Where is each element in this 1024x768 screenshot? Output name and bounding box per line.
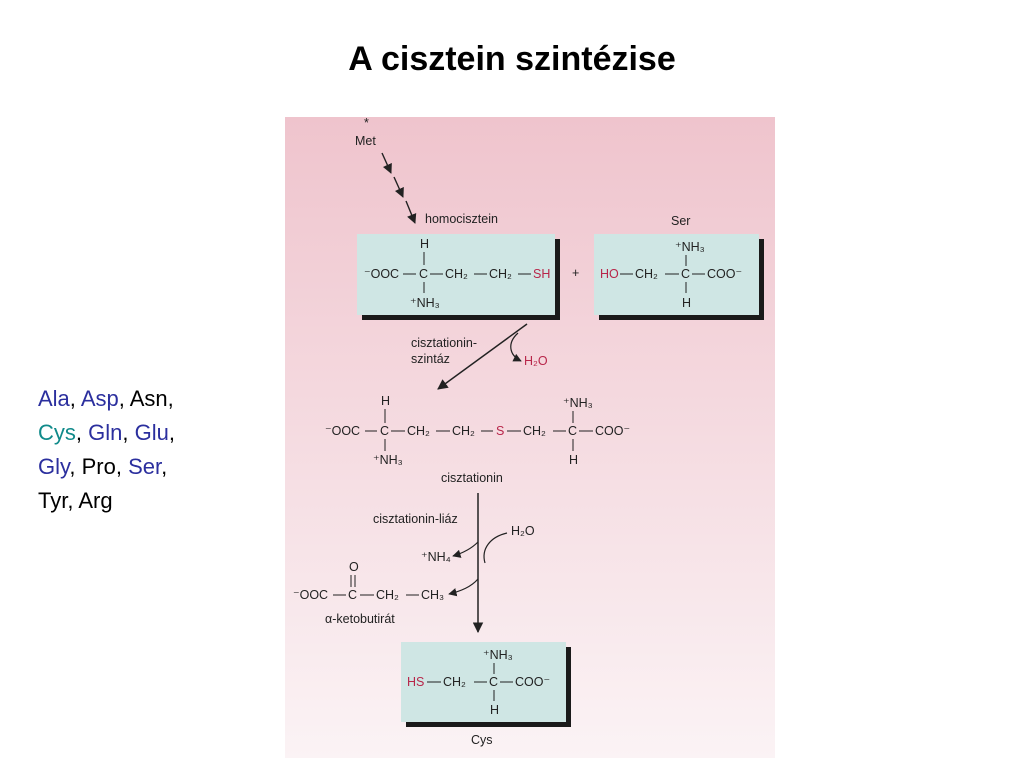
- amino-acid-sep: ,: [168, 420, 175, 445]
- cysteine-label: Cys: [471, 733, 493, 747]
- ketobutyrate-top: O: [349, 560, 359, 574]
- homocysteine-chain-0: ⁻OOC: [364, 267, 399, 281]
- amino-acid-sep: ,: [75, 420, 89, 445]
- enzyme1-line2: szintáz: [411, 352, 450, 366]
- homocysteine-bottom: ⁺NH₃: [410, 296, 440, 310]
- homocysteine-chain-3: CH₂: [489, 267, 512, 281]
- cystathionine-chain-7: COO⁻: [595, 424, 630, 438]
- arrow-met-3: [405, 200, 417, 224]
- amino-acid-line: Ala, Asp, Asn,: [38, 382, 175, 416]
- amino-acid-sep: ,: [115, 454, 129, 479]
- homocysteine-top: H: [420, 237, 429, 251]
- amino-acid-arg: Arg: [78, 488, 113, 513]
- pathway-diagram: * Met homocisztein Ser H ⁻OOC C CH₂ CH₂ …: [285, 117, 775, 758]
- cysteine-synthesis-figure: * Met homocisztein Ser H ⁻OOC C CH₂ CH₂ …: [285, 117, 775, 758]
- cystathionine-left-top: H: [381, 394, 390, 408]
- serine-chain-0: HO: [600, 267, 619, 281]
- ketobutyrate-chain-1: C: [348, 588, 357, 602]
- cysteine-chain-2: C: [489, 675, 498, 689]
- amino-acid-ala: Ala: [38, 386, 70, 411]
- arrow-water-in: [483, 532, 508, 564]
- enzyme1-line1: cisztationin-: [411, 336, 477, 350]
- amino-acid-sep: ,: [167, 386, 174, 411]
- amino-acid-sep: ,: [122, 420, 135, 445]
- cystathionine-label: cisztationin: [441, 471, 503, 485]
- slide-title: A cisztein szintézise: [348, 40, 676, 78]
- plus-sign: +: [572, 266, 579, 280]
- arrow-water-out: [510, 332, 522, 362]
- amino-acid-line: Cys, Gln, Glu,: [38, 416, 175, 450]
- ketobutyrate-chain-0: ⁻OOC: [293, 588, 328, 602]
- cysteine-chain-3: COO⁻: [515, 675, 550, 689]
- serine-chain-3: COO⁻: [707, 267, 742, 281]
- arrow-met-2: [393, 176, 404, 198]
- cysteine-bottom: H: [490, 703, 499, 717]
- water-product: H₂O: [524, 354, 548, 368]
- amino-acid-line: Gly, Pro, Ser,: [38, 450, 175, 484]
- amino-acid-list: Ala, Asp, Asn, Cys, Gln, Glu, Gly, Pro, …: [38, 382, 175, 518]
- ketobutyrate-chain-2: CH₂: [376, 588, 399, 602]
- cystathionine-right-bottom: H: [569, 453, 578, 467]
- met-label: Met: [355, 134, 376, 148]
- serine-label: Ser: [671, 214, 690, 228]
- arrow-ketobutyrate-out: [448, 578, 479, 597]
- serine-top: ⁺NH₃: [675, 240, 705, 254]
- amino-acid-cys: Cys: [38, 420, 76, 445]
- amino-acid-sep: ,: [118, 386, 130, 411]
- water-reactant: H₂O: [511, 524, 535, 538]
- amino-acid-ser: Ser: [128, 454, 162, 479]
- amino-acid-asn: Asn: [129, 386, 168, 411]
- homocysteine-chain-2: CH₂: [445, 267, 468, 281]
- cystathionine-right-top: ⁺NH₃: [563, 396, 593, 410]
- enzyme2-label: cisztationin-liáz: [373, 512, 458, 526]
- amino-acid-sep: ,: [161, 454, 168, 479]
- cysteine-top: ⁺NH₃: [483, 648, 513, 662]
- homocysteine-chain-1: C: [419, 267, 428, 281]
- amino-acid-tyr: Tyr: [38, 488, 68, 513]
- ammonium: ⁺NH₄: [421, 550, 451, 564]
- amino-acid-sep: ,: [69, 386, 81, 411]
- arrow-synthase: [437, 323, 528, 390]
- ketobutyrate-label: α-ketobutirát: [325, 612, 395, 626]
- cystathionine-chain-0: ⁻OOC: [325, 424, 360, 438]
- amino-acid-asp: Asp: [80, 386, 119, 411]
- ketobutyrate-chain-3: CH₃: [421, 588, 444, 602]
- serine-chain-1: CH₂: [635, 267, 658, 281]
- cystathionine-chain-4: S: [496, 424, 504, 438]
- met-star: *: [364, 117, 369, 130]
- cystathionine-left-bottom: ⁺NH₃: [373, 453, 403, 467]
- cystathionine-chain-6: C: [568, 424, 577, 438]
- amino-acid-gln: Gln: [88, 420, 123, 445]
- cystathionine-chain-3: CH₂: [452, 424, 475, 438]
- amino-acid-glu: Glu: [134, 420, 169, 445]
- amino-acid-pro: Pro: [81, 454, 116, 479]
- arrow-met-1: [381, 152, 392, 174]
- cystathionine-chain-5: CH₂: [523, 424, 546, 438]
- serine-bottom: H: [682, 296, 691, 310]
- serine-chain-2: C: [681, 267, 690, 281]
- homocysteine-chain-4: SH: [533, 267, 550, 281]
- amino-acid-sep: ,: [69, 454, 82, 479]
- cysteine-chain-1: CH₂: [443, 675, 466, 689]
- amino-acid-line: Tyr, Arg: [38, 484, 175, 518]
- arrow-ammonium-out: [452, 541, 479, 558]
- amino-acid-sep: ,: [67, 488, 79, 513]
- cysteine-chain-0: HS: [407, 675, 424, 689]
- homocysteine-label: homocisztein: [425, 212, 498, 226]
- cystathionine-chain-1: C: [380, 424, 389, 438]
- amino-acid-gly: Gly: [38, 454, 70, 479]
- cystathionine-chain-2: CH₂: [407, 424, 430, 438]
